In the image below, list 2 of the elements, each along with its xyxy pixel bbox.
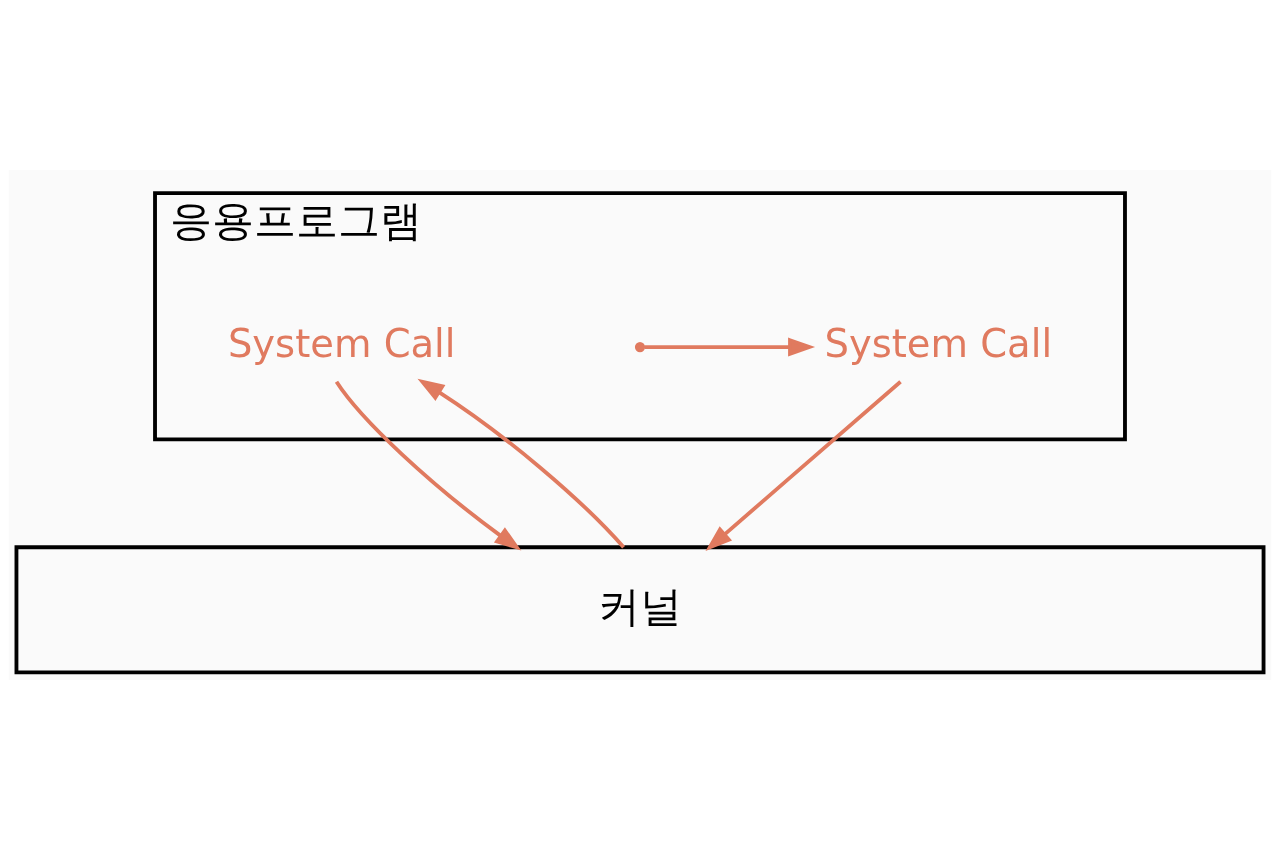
node-text: System Call: [227, 320, 456, 366]
node-text: System Call: [824, 320, 1053, 366]
